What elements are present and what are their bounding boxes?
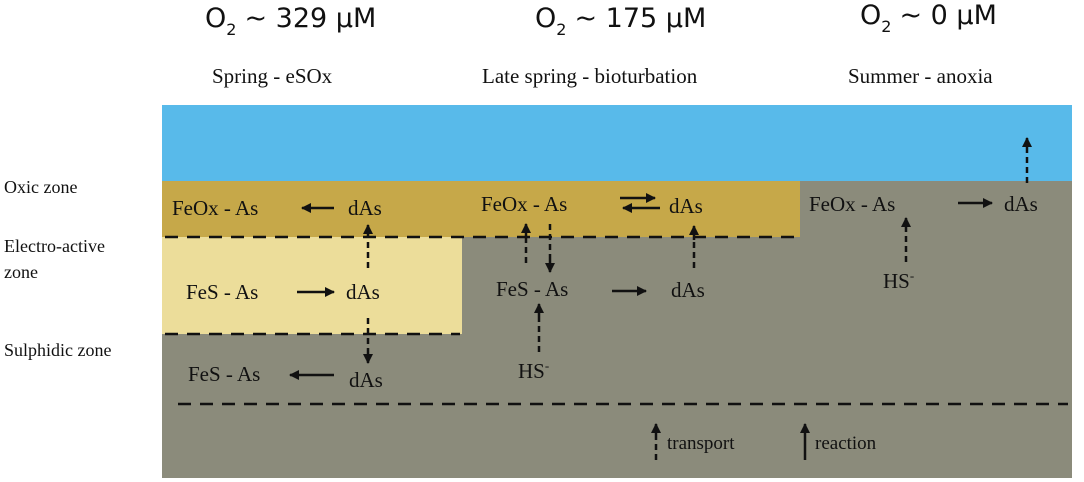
column-header-summer: O2~ 0 µM Summer - anoxia: [848, 0, 997, 88]
species-feox-as-spring: FeOx - As: [172, 196, 258, 220]
species-feox-as-summer: FeOx - As: [809, 192, 895, 216]
species-das-late-spring-oxic: dAs: [669, 194, 703, 218]
species-fes-as-spring-deep: FeS - As: [188, 362, 260, 386]
zone-label-electro-active-line2: zone: [4, 262, 38, 282]
zone-label-sulphidic: Sulphidic zone: [4, 340, 111, 360]
o2-concentration-late-spring: O2~ 175 µM: [535, 3, 706, 39]
legend-transport-label: transport: [667, 433, 735, 454]
species-das-spring-oxic: dAs: [348, 196, 382, 220]
period-label-late-spring: Late spring - bioturbation: [482, 64, 698, 88]
species-das-spring-electro: dAs: [346, 280, 380, 304]
water-column-layer: [162, 105, 1072, 181]
reaction-arrows: [289, 193, 993, 460]
species-das-spring-deep: dAs: [349, 368, 383, 392]
legend-reaction-label: reaction: [815, 433, 877, 454]
species-das-summer: dAs: [1004, 192, 1038, 216]
o2-concentration-spring: O2~ 329 µM: [205, 3, 376, 39]
transport-arrows: [363, 137, 1032, 460]
zone-label-electro-active: Electro-active: [4, 236, 105, 256]
column-header-spring: O2~ 329 µM Spring - eSOx: [205, 3, 376, 88]
period-label-summer: Summer - anoxia: [848, 64, 993, 88]
species-fes-as-late-spring: FeS - As: [496, 277, 568, 301]
period-label-spring: Spring - eSOx: [212, 64, 333, 88]
species-das-late-spring-sulphidic: dAs: [671, 278, 705, 302]
zone-label-oxic: Oxic zone: [4, 177, 77, 197]
species-hs-summer: HS-: [883, 268, 914, 293]
species-fes-as-spring: FeS - As: [186, 280, 258, 304]
species-hs-late-spring: HS-: [518, 358, 549, 383]
species-feox-as-late-spring: FeOx - As: [481, 192, 567, 216]
o2-concentration-summer: O2~ 0 µM: [860, 0, 997, 36]
column-header-late-spring: O2~ 175 µM Late spring - bioturbation: [482, 3, 706, 88]
electro-active-layer: [162, 237, 462, 334]
